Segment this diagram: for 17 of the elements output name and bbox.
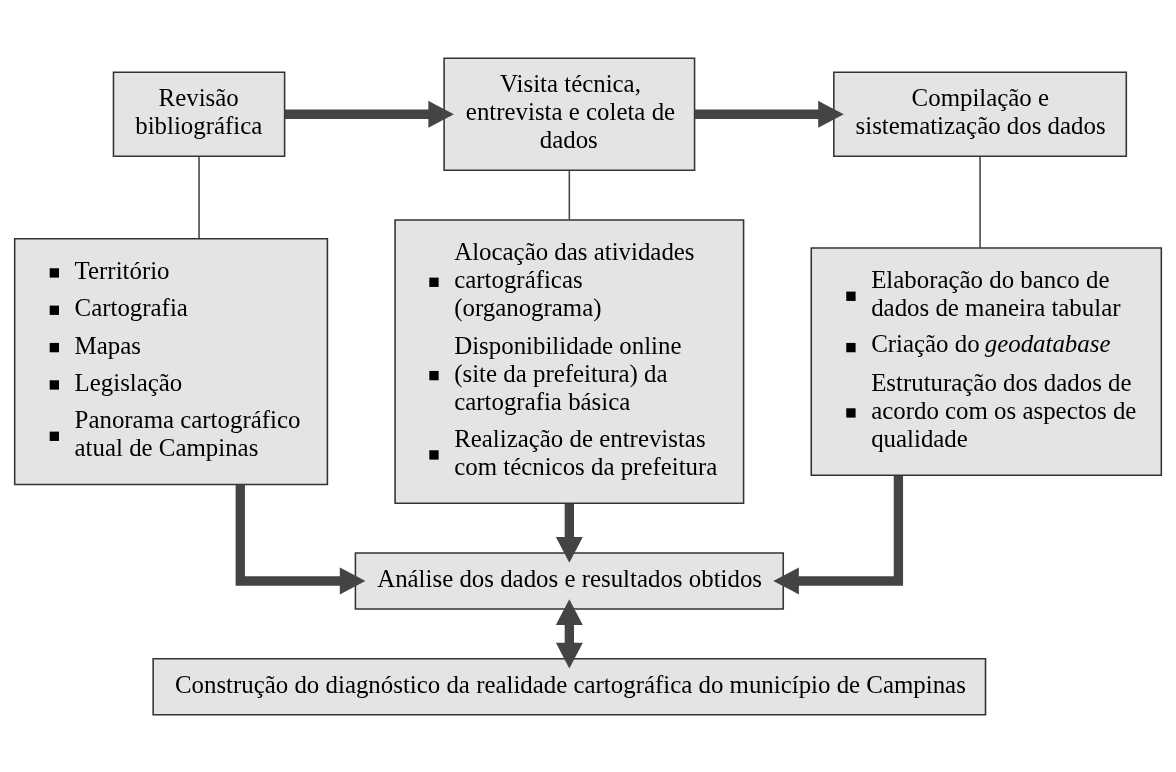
node-box: Análise dos dados e resultados obtidos [354,551,785,610]
arrow [773,475,904,594]
arrow [694,100,844,128]
connector [979,155,981,249]
connector [198,155,200,239]
arrow [555,503,583,563]
node-box: Alocação das atividades cartográficas (organograma) Disponibilidade online (site da prefeitura) da cartografia básica Realização de entrevistas com técnicos da prefeitura [394,218,745,504]
node-box: Compilação e sistematização dos dados [833,70,1128,157]
arrow [235,484,366,594]
node-box: Elaboração do banco de dados de maneira tabular Criação do geodatabase Estruturação dos dados de acordo com os aspectos de qualidade [810,246,1163,476]
arrow [555,598,583,668]
node-box: Construção do diagnóstico da realidade cartográfica do município de Campinas [152,657,987,716]
node-box: Território Cartografia Mapas Legislação Panorama cartográfico atual de Campinas [13,237,329,485]
node-box: Visita técnica, entrevista e coleta de dados [443,56,696,171]
arrow [284,100,454,128]
connector [568,169,571,220]
node-box: Revisão bibliográfica [112,70,286,157]
